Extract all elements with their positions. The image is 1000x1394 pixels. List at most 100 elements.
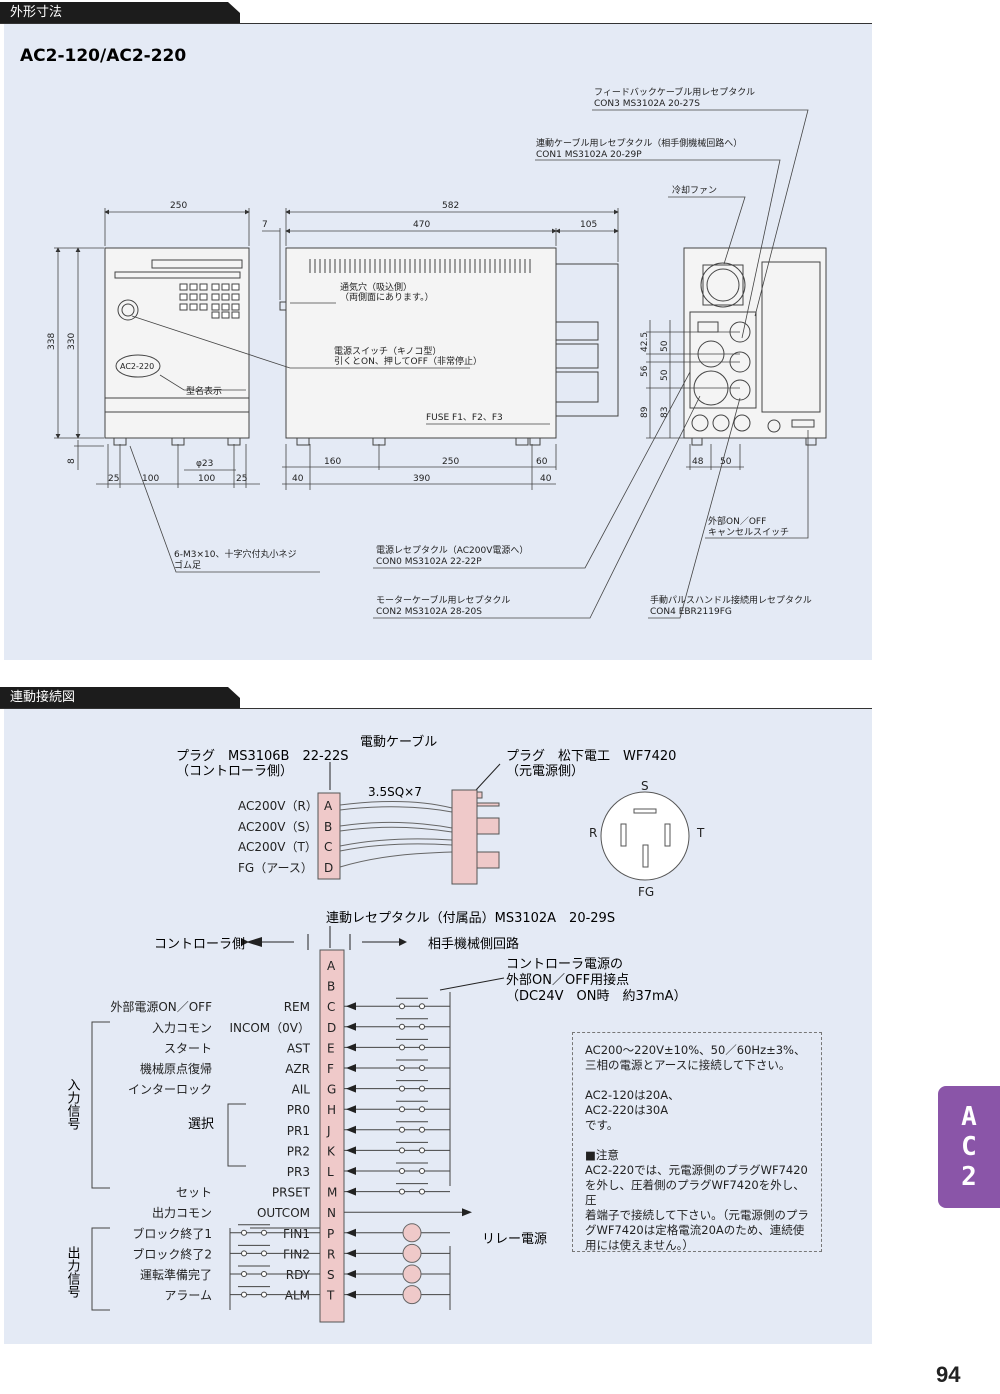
power-connector-block bbox=[317, 792, 341, 880]
keypad bbox=[179, 283, 240, 319]
callout-feedback-recep-2: CON3 MS3102A 20-27S bbox=[594, 99, 700, 109]
dim-50b: 50 bbox=[660, 369, 670, 381]
link-connector-block bbox=[319, 949, 345, 1323]
contact bbox=[419, 1003, 425, 1010]
signal-name: RDY bbox=[286, 1268, 311, 1282]
signal-description: ブロック終了1 bbox=[132, 1226, 212, 1241]
category-side-tab: A C 2 bbox=[938, 1086, 1000, 1208]
power-pin-label-2: AC200V（T） bbox=[238, 840, 317, 854]
signal-name: OUTCOM bbox=[257, 1206, 310, 1220]
contact bbox=[241, 1291, 247, 1298]
wire-arrow bbox=[346, 1125, 356, 1134]
callout-feet-2: ゴム足 bbox=[174, 559, 201, 571]
wire-arrow bbox=[346, 1290, 356, 1299]
signal-description: インターロック bbox=[128, 1083, 212, 1097]
contact bbox=[261, 1291, 267, 1298]
pin-letter: B bbox=[327, 980, 335, 994]
pin-letter: C bbox=[327, 1000, 335, 1014]
callout-feet-1: 6-M3×10、十字穴付丸小ネジ bbox=[174, 548, 296, 560]
socket-fg: FG bbox=[638, 885, 654, 899]
contact bbox=[241, 1229, 247, 1236]
dim-160: 160 bbox=[324, 457, 341, 467]
wire-arrow bbox=[346, 1064, 356, 1072]
power-pin-1: B bbox=[324, 820, 332, 834]
input-group-label: 入力信号 bbox=[65, 1078, 81, 1130]
output-group-label: 出力信号 bbox=[65, 1246, 81, 1298]
plug-left-1: プラグ MS3106B 22-22S bbox=[176, 749, 349, 764]
power-pin-label-0: AC200V（R） bbox=[238, 799, 318, 813]
wire-arrow bbox=[346, 1187, 356, 1196]
dim-83: 83 bbox=[660, 407, 670, 418]
relay-coil bbox=[402, 1243, 422, 1263]
contact-note-2: 外部ON／OFF用接点 bbox=[506, 972, 629, 988]
pin-letter: L bbox=[327, 1165, 334, 1179]
callout-power-recep-1: 電源レセプタクル（AC200V電源へ） bbox=[376, 545, 528, 556]
contact bbox=[399, 1044, 405, 1051]
pin-letter: J bbox=[326, 1124, 331, 1138]
contact bbox=[399, 1188, 405, 1195]
callout-fan: 冷却ファン bbox=[672, 184, 717, 196]
note-line: を外し、圧着側のプラグWF7420を外し、圧 bbox=[585, 1178, 805, 1207]
note-line: 三相の電源とアースに接続して下さい。 bbox=[585, 1058, 791, 1072]
contact bbox=[419, 1106, 425, 1113]
note-line: 着端子で接続して下さい。（元電源側のプラ bbox=[585, 1208, 809, 1222]
section-rule bbox=[0, 23, 872, 24]
signal-name: AIL bbox=[292, 1083, 311, 1097]
controller-side: コントローラ側 bbox=[154, 937, 245, 952]
wire-arrow bbox=[346, 1105, 356, 1114]
dim-40a: 40 bbox=[292, 474, 304, 484]
dim-470: 470 bbox=[413, 220, 430, 230]
cable-spec: 3.5SQ×7 bbox=[368, 785, 422, 799]
cable-title: 電動ケーブル bbox=[360, 734, 437, 750]
contact bbox=[261, 1250, 267, 1257]
power-pin-2: C bbox=[324, 840, 332, 854]
power-pin-label-3: FG（アース） bbox=[238, 861, 313, 875]
socket-face bbox=[600, 791, 690, 881]
pin-letter: R bbox=[327, 1247, 335, 1261]
contact bbox=[261, 1271, 267, 1277]
wire-arrow bbox=[346, 1043, 356, 1052]
contact bbox=[399, 1168, 405, 1174]
callout-feedback-recep-1: フィードバックケーブル用レセプタクル bbox=[594, 86, 755, 98]
wire-arrow bbox=[346, 1228, 356, 1237]
dim-338: 338 bbox=[47, 333, 57, 350]
section-rule bbox=[0, 708, 872, 709]
contact bbox=[261, 1229, 267, 1236]
dim-100a: 100 bbox=[142, 474, 159, 484]
signal-name: FIN1 bbox=[283, 1227, 310, 1241]
contact bbox=[399, 1147, 405, 1154]
plug-right-1: プラグ 松下電工 WF7420 bbox=[506, 749, 676, 764]
contact bbox=[399, 1126, 405, 1133]
side-tab-letter: A bbox=[961, 1102, 977, 1132]
note-line: AC2-220は30A bbox=[585, 1103, 669, 1117]
contact bbox=[419, 1044, 425, 1051]
signal-name: PR0 bbox=[287, 1103, 310, 1117]
dim-50c: 50 bbox=[720, 457, 732, 467]
dim-50a: 50 bbox=[660, 340, 670, 352]
notes-box: AC200～220V±10%、50／60Hz±3%、三相の電源とアースに接続して… bbox=[572, 1032, 822, 1252]
dim-100b: 100 bbox=[198, 474, 215, 484]
signal-description: 入力コモン bbox=[152, 1021, 212, 1035]
dim-89: 89 bbox=[640, 406, 650, 418]
pin-letter: E bbox=[327, 1041, 335, 1055]
socket-s: S bbox=[641, 779, 649, 793]
note-line bbox=[585, 1133, 809, 1148]
callout-motor-recep-1: モーターケーブル用レセプタクル bbox=[376, 594, 510, 606]
model-badge bbox=[115, 354, 161, 378]
contact bbox=[399, 1106, 405, 1113]
power-pin-3: D bbox=[324, 861, 333, 875]
pin-letter: G bbox=[327, 1083, 336, 1097]
contact bbox=[419, 1147, 425, 1154]
signal-description: セット bbox=[176, 1186, 212, 1200]
contact bbox=[419, 1126, 425, 1133]
model-title: AC2-120/AC2-220 bbox=[20, 46, 186, 66]
callout-motor-recep-2: CON2 MS3102A 28-20S bbox=[376, 607, 482, 617]
dim-60: 60 bbox=[536, 457, 548, 467]
pin-letter: H bbox=[327, 1103, 336, 1117]
pin-letter: D bbox=[327, 1021, 336, 1035]
signal-name: PRSET bbox=[272, 1186, 311, 1200]
signal-description: ブロック終了2 bbox=[132, 1246, 212, 1261]
signal-description: 外部電源ON／OFF bbox=[110, 999, 212, 1014]
dim-42-5: 42.5 bbox=[640, 332, 650, 352]
dim-390: 390 bbox=[413, 474, 430, 484]
